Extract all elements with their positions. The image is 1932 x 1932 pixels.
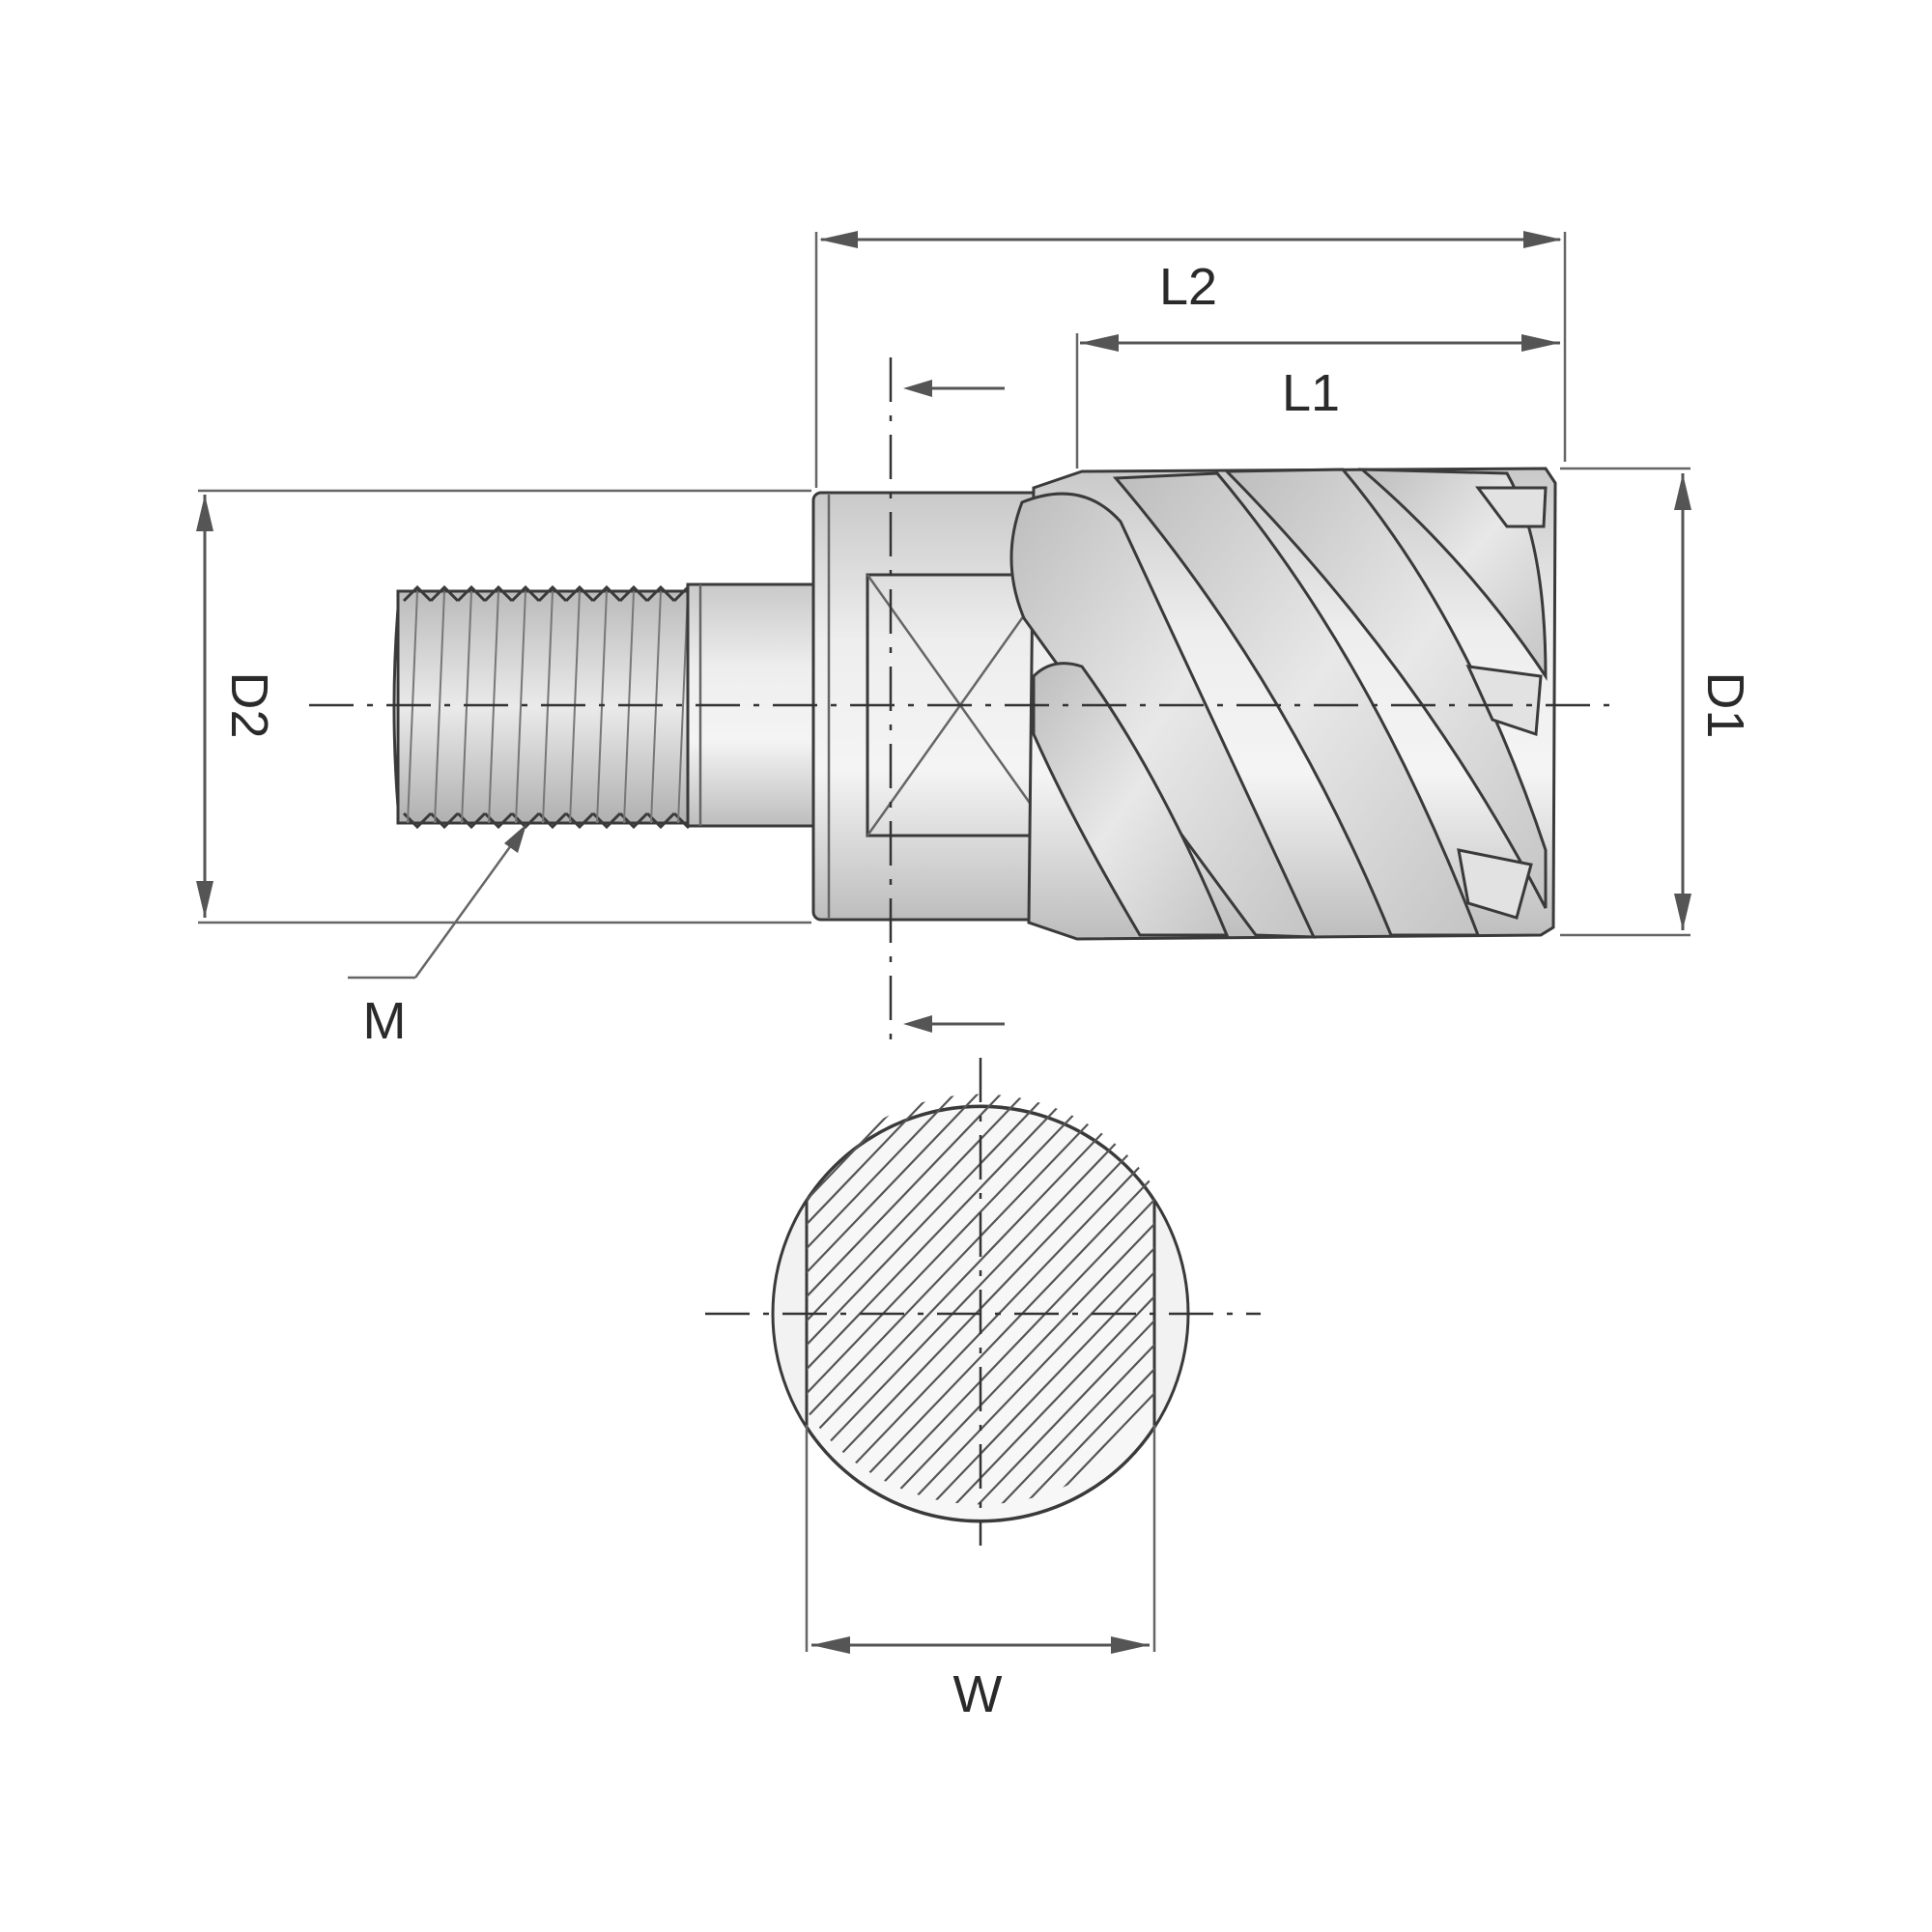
label-W: W — [953, 1665, 1003, 1723]
label-D1: D1 — [1696, 671, 1754, 738]
label-D2: D2 — [220, 671, 278, 738]
cutting-head — [1009, 467, 1557, 941]
thread-ridges — [402, 584, 703, 830]
side-view: L2 L1 D2 D1 — [196, 231, 1754, 1053]
dimension-L2: L2 — [814, 231, 1567, 488]
dimension-W: W — [805, 1425, 1156, 1723]
section-view: W — [705, 1058, 1261, 1723]
dimension-D1: D1 — [1560, 467, 1754, 937]
dimension-L1: L1 — [1075, 333, 1560, 469]
dimension-D2: D2 — [196, 489, 811, 924]
label-M: M — [363, 992, 407, 1050]
label-L1: L1 — [1282, 364, 1340, 422]
label-L2: L2 — [1159, 258, 1217, 316]
threaded-shank — [392, 584, 703, 830]
thread-callout-M: M — [348, 824, 526, 1050]
